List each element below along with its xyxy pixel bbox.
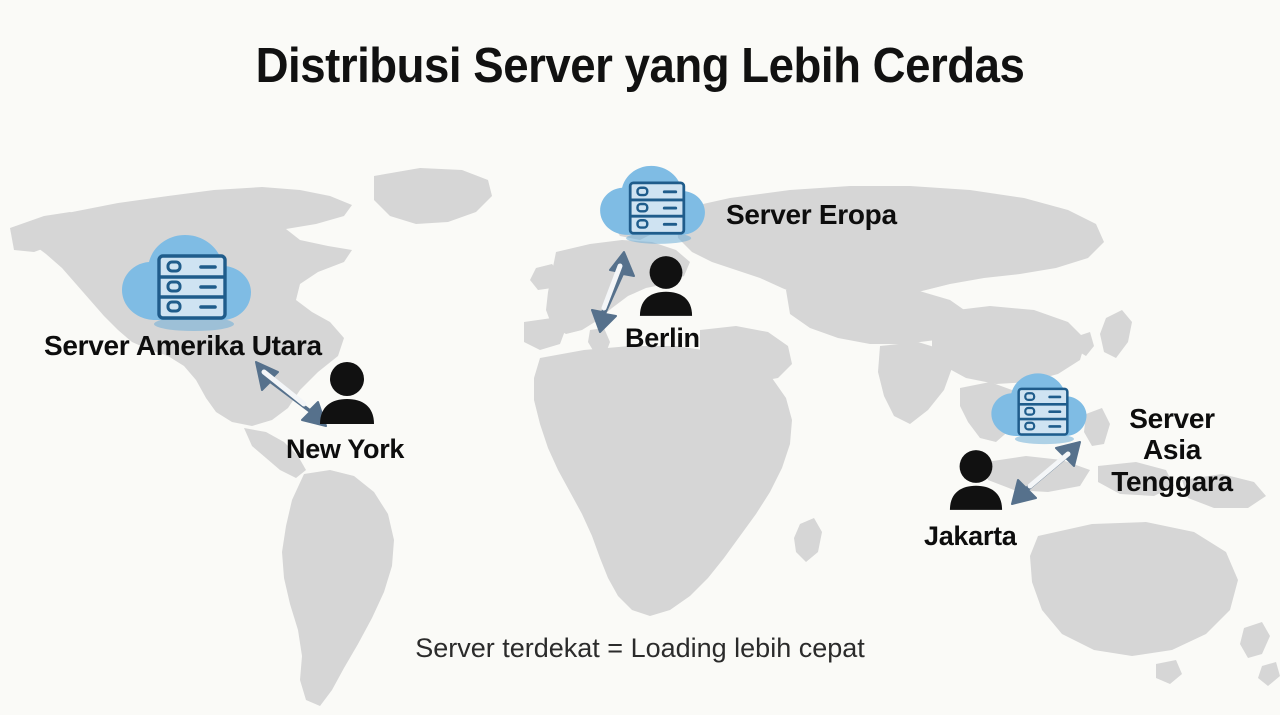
server-label-north-america: Server Amerika Utara <box>44 330 322 361</box>
server-label-southeast-asia: Server Asia Tenggara <box>1082 403 1262 497</box>
page-caption: Server terdekat = Loading lebih cepat <box>415 633 865 663</box>
double-arrow-icon-europe <box>591 251 635 333</box>
city-label-new-york: New York <box>286 434 405 464</box>
double-arrow-icon-north-america <box>255 361 327 427</box>
cloud-server-icon-north-america[interactable] <box>112 232 272 332</box>
person-icon-jakarta <box>949 450 1003 510</box>
server-label-europe: Server Eropa <box>726 199 897 230</box>
cloud-server-icon-europe[interactable] <box>592 160 722 248</box>
person-icon-new-york <box>320 362 374 424</box>
cloud-server-icon-southeast-asia[interactable] <box>984 368 1102 448</box>
server-label-southeast-asia-line1: Server <box>1129 403 1215 434</box>
page-title: Distribusi Server yang Lebih Cerdas <box>255 39 1025 93</box>
double-arrow-icon-southeast-asia <box>1011 441 1081 505</box>
city-label-berlin: Berlin <box>625 323 700 353</box>
server-label-southeast-asia-line2: Asia Tenggara <box>1111 434 1233 497</box>
city-label-jakarta: Jakarta <box>924 521 1017 551</box>
person-icon-berlin <box>639 256 693 316</box>
